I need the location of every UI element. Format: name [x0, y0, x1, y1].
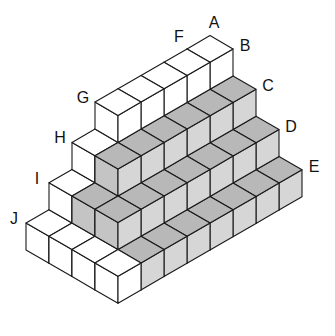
corner-label: I: [35, 171, 39, 187]
corner-label: E: [309, 159, 320, 175]
cube-top-face: [95, 142, 141, 169]
cube-top-face: [95, 89, 141, 116]
cube-top-face: [95, 250, 141, 277]
corner-label: F: [174, 29, 184, 45]
corner-label: B: [240, 38, 251, 54]
cube-top-face: [95, 196, 141, 223]
corner-label: A: [209, 15, 220, 31]
corner-label: J: [10, 211, 18, 227]
corner-label: D: [285, 119, 297, 135]
corner-label: G: [77, 90, 89, 106]
corner-label: C: [262, 78, 274, 94]
corner-label: H: [54, 130, 66, 146]
